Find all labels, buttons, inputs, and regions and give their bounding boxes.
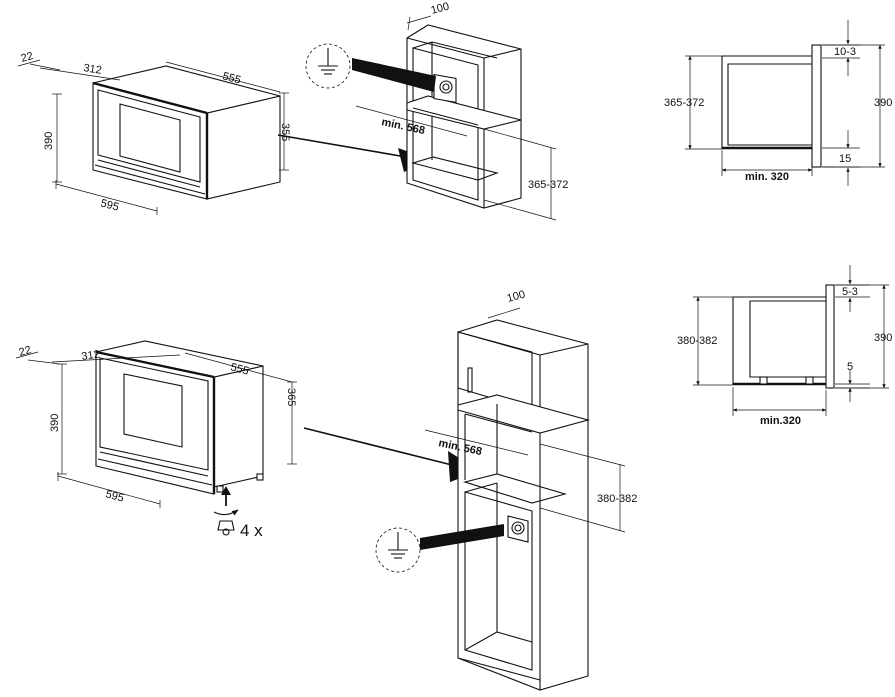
ground-symbol-icon: [375, 524, 504, 573]
side-2-opening: 380-382: [677, 335, 717, 347]
side-1-min-depth: min. 320: [745, 171, 789, 183]
side-2-total: 390: [874, 332, 892, 344]
side-section-1: 10-3 15 365-372 390 min. 320: [664, 20, 892, 186]
oven-1-side: [206, 95, 281, 200]
power-socket-icon: [507, 515, 529, 543]
oven-2-depth: 555: [229, 361, 250, 377]
oven-1-body-depth: 312: [83, 62, 103, 77]
power-socket-icon: [433, 73, 457, 104]
side-1-total: 390: [874, 97, 892, 109]
arrow-icon: [303, 427, 480, 482]
side-1-bottom-gap: 15: [839, 153, 851, 165]
side-2-top-gap: 5-3: [842, 286, 858, 298]
oven-1-height: 390: [43, 132, 55, 150]
cabinet-1: 100 min. 568 365-372: [355, 1, 568, 221]
oven-2-body-height: 365: [285, 388, 297, 406]
cabinet-2: 100 min. 568 380-382: [424, 289, 637, 691]
oven-1: 595 390 555 312 22 355: [17, 50, 291, 215]
cabinet-1-opening-height: 365-372: [528, 179, 568, 191]
oven-2-body-depth: 312: [81, 349, 101, 363]
oven-2-width: 595: [104, 488, 125, 504]
ground-symbol-icon: [305, 43, 436, 92]
cabinet-1-depth: 100: [430, 1, 451, 17]
adjustable-foot-icon: [213, 486, 239, 536]
oven-1-width: 595: [99, 197, 120, 213]
side-1-top-gap: 10-3: [834, 46, 856, 58]
oven-1-front-offset: 22: [20, 50, 35, 65]
side-2-min-depth: min.320: [760, 415, 801, 427]
oven-2-feet-qty: 4 x: [240, 521, 263, 540]
oven-1-depth: 555: [221, 70, 242, 86]
side-2-bottom-gap: 5: [847, 361, 853, 373]
cabinet-2-depth: 100: [506, 289, 527, 305]
cabinet-2-opening-height: 380-382: [597, 493, 637, 505]
oven-2: 595 390 555 312 22 365 4 x: [15, 340, 297, 540]
side-1-opening: 365-372: [664, 97, 704, 109]
oven-2-front-offset: 22: [18, 344, 33, 359]
side-section-2: 5-3 5 380-382 390 min.320: [677, 265, 892, 427]
oven-1-body-height: 355: [279, 123, 291, 141]
oven-2-height: 390: [49, 414, 61, 432]
